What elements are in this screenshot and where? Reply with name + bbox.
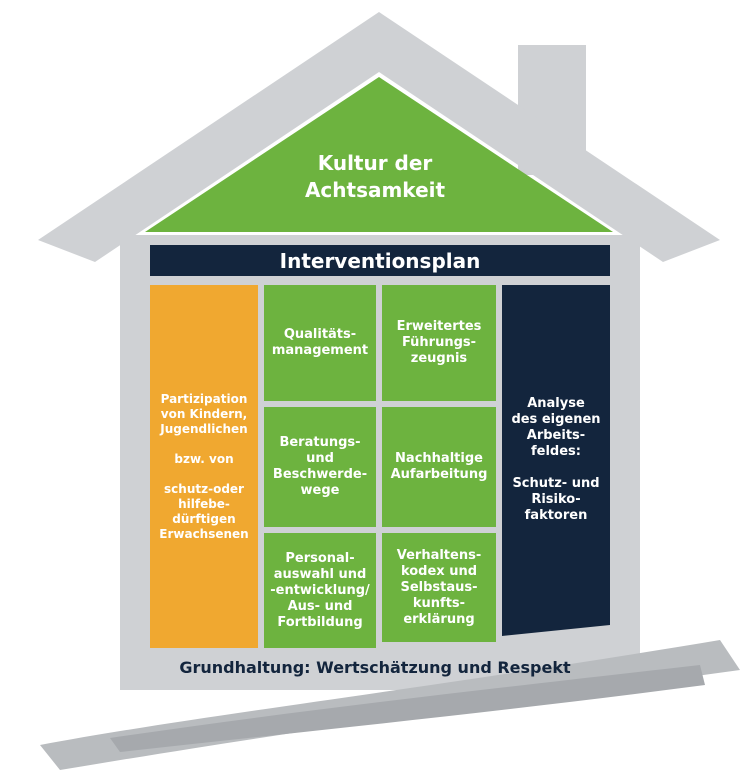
house-roof-outline xyxy=(38,12,720,262)
grid-cell-beschwerdewege: Beratungs- und Beschwerde- wege xyxy=(264,407,376,527)
left-pillar-bg xyxy=(150,285,258,648)
left-pillar-text: Partizipation von Kindern, Jugendlichen … xyxy=(159,391,249,541)
grid-cell-qualitaetsmanagement: Qualitäts- management xyxy=(264,285,376,401)
roof-triangle xyxy=(145,77,613,232)
foundation-text: Grundhaltung: Wertschätzung und Respekt xyxy=(179,658,571,677)
grid-cell-verhaltenskodex: Verhaltens- kodex und Selbstaus- kunfts-… xyxy=(382,533,496,642)
roof-title: Kultur der Achtsamkeit xyxy=(304,151,446,202)
grid-cell-personalauswahl: Personal- auswahl und -entwicklung/ Aus-… xyxy=(264,533,376,648)
intervention-plan-beam: Interventionsplan xyxy=(150,245,610,276)
grid-cell-aufarbeitung: Nachhaltige Aufarbeitung xyxy=(382,407,496,527)
right-pillar-text: Analyse des eigenen Arbeits- feldes: Sch… xyxy=(511,396,601,523)
grid-cell-fuehrungszeugnis: Erweitertes Führungs- zeugnis xyxy=(382,285,496,401)
ground-swoosh-2 xyxy=(110,665,705,752)
right-pillar-bg xyxy=(502,285,610,636)
